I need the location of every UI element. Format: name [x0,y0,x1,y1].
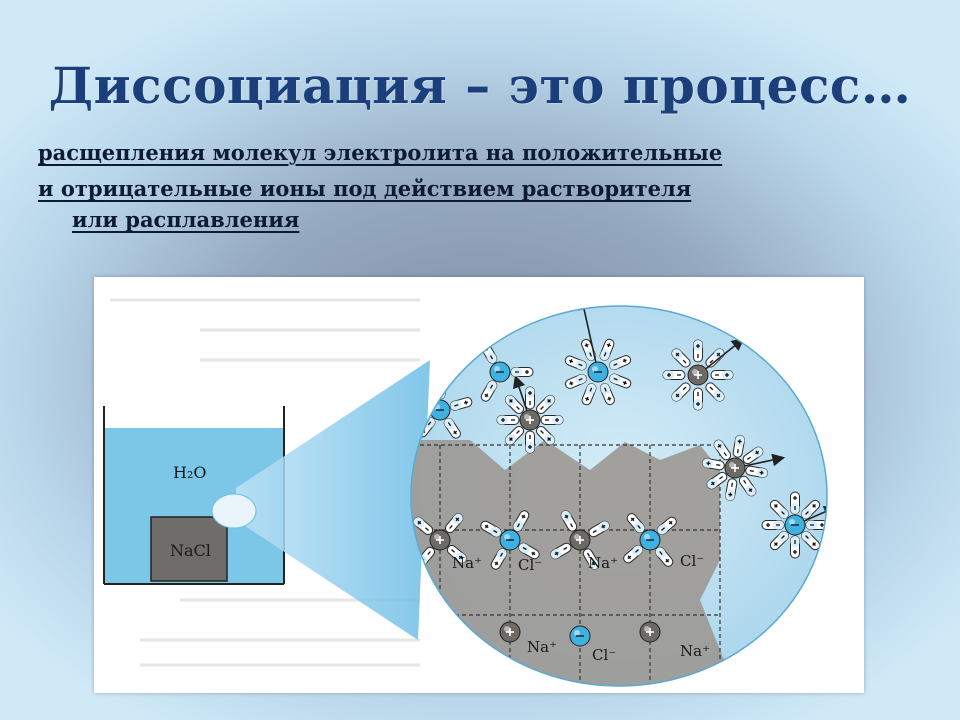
water-molecule [588,520,610,538]
water-molecule [496,415,520,425]
water-molecule [582,548,600,570]
water-molecule [705,382,725,402]
water-molecule [512,510,530,532]
water-molecule [800,499,821,520]
lattice-ion-label: Cl⁻ [680,552,704,570]
lattice-ion-label: Cl⁻ [518,556,542,574]
water-molecule [518,542,540,560]
chloride-anion [569,625,591,647]
water-molecule [480,520,502,538]
water-molecule [713,439,732,461]
water-molecule [656,516,677,536]
water-molecule [443,417,461,439]
chloride-anion [761,491,827,559]
water-molecule [623,544,644,564]
water-molecule [769,499,790,520]
water-molecule [510,367,534,377]
nacl-label: NaCl [170,541,211,560]
water-molecule [480,380,498,402]
sodium-cation [413,513,467,567]
lattice-ion-label: Na⁺ [452,554,482,572]
water-molecule [761,520,785,530]
water-molecule [693,387,703,411]
water-molecule [705,348,725,368]
lattice-ion-label: Na⁺ [680,642,710,660]
water-molecule [564,355,587,371]
sodium-cation [662,338,745,411]
dissociation-svg: H₂O NaCl Na⁺ Cl⁻ Na⁺ Cl⁻ Na⁺ Cl⁻ Na⁺ [103,298,828,687]
water-molecule [535,425,556,446]
water-molecule [745,465,769,478]
chloride-anion [564,306,632,406]
lattice-ion-label: Na⁺ [527,638,557,656]
magnified-view [410,305,828,687]
nacl-crystal [150,516,228,582]
sodium-cation [550,510,610,570]
water-molecule [525,386,535,410]
water-molecule [535,394,556,415]
water-molecule [654,546,674,567]
water-molecule [599,383,615,406]
zoom-spot [211,493,257,529]
water-molecule [742,446,764,465]
water-molecule [671,382,691,402]
chloride-anion [480,510,540,570]
water-molecule [701,458,725,471]
chloride-anion [480,342,534,402]
water-molecule [710,370,734,380]
definition-line-2: и отрицательные ионы под действием раств… [38,176,692,201]
water-molecule [581,383,597,406]
magnification-cone [236,360,430,640]
water-molecule [732,434,745,458]
motion-arrow [577,306,599,373]
water-molecule [525,430,535,454]
water-molecule [671,348,691,368]
water-molecule [706,471,728,490]
water-molecule [564,373,587,389]
dissociation-figure: H₂O NaCl Na⁺ Cl⁻ Na⁺ Cl⁻ Na⁺ Cl⁻ Na⁺ [94,277,864,693]
water-molecule [662,370,686,380]
water-molecule [550,542,572,560]
water-molecule [790,535,800,559]
sodium-cation [499,621,521,643]
water-molecule [626,513,646,534]
water-molecule [449,397,473,411]
water-molecule [599,338,615,361]
definition-line-3: или расплавления [72,207,300,232]
h2o-label: H₂O [173,463,206,482]
water-molecule [609,373,632,389]
water-molecule [609,355,632,371]
water-molecule [504,394,525,415]
water-molecule [540,415,564,425]
sodium-cation [701,434,786,502]
water-molecule [738,475,757,497]
water-molecule [805,520,827,530]
water-molecule [446,544,467,564]
lattice-ion-label: Na⁺ [588,554,618,572]
water-molecule [435,376,446,400]
faded-background-text [110,298,420,667]
sodium-cation [496,374,564,454]
slide-title: Диссоциация – это процесс… [48,56,912,115]
water-molecule [413,516,434,536]
water-molecule [725,478,738,502]
water-molecule [444,513,464,534]
chloride-anion [623,513,677,567]
sodium-cation [639,621,661,643]
water-molecule [560,510,578,532]
lattice-ion-label: Cl⁻ [592,646,616,664]
water-molecule [693,339,703,363]
water-molecule [790,491,800,515]
water-molecule [490,548,508,570]
definition-line-1: расщепления молекул электролита на полож… [38,140,723,165]
